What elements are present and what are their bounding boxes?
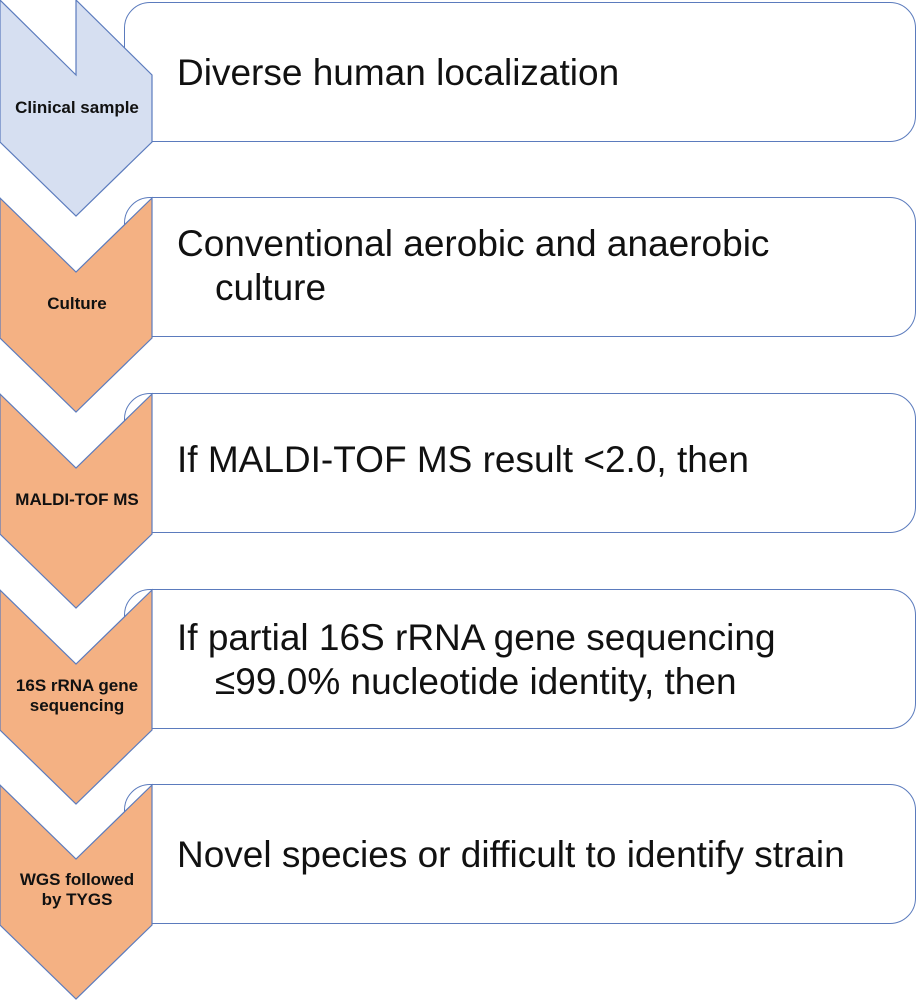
step-1-card: Diverse human localization: [124, 2, 916, 142]
chevron-step-3: [0, 392, 153, 609]
chevron-step-4: [0, 588, 153, 805]
step-3-label: MALDI-TOF MS: [15, 490, 139, 509]
step-4-label: 16S rRNA gene sequencing: [15, 676, 139, 715]
step-5-label: WGS followed by TYGS: [19, 870, 135, 909]
step-3-card: If MALDI-TOF MS result <2.0, then: [124, 393, 916, 533]
chevron-step-5: [0, 783, 153, 1000]
step-2-card: Conventional aerobic and anaerobic cultu…: [124, 197, 916, 337]
step-1-text: Diverse human localization: [177, 52, 620, 93]
chevron-step-2: [0, 196, 153, 413]
step-3-text: If MALDI-TOF MS result <2.0, then: [177, 439, 749, 480]
step-4-text: If partial 16S rRNA gene sequencing ≤99.…: [177, 617, 776, 702]
step-2-label: Culture: [47, 294, 107, 313]
chevron-step-1: [0, 0, 153, 217]
step-5-text: Novel species or difficult to identify s…: [177, 834, 845, 875]
step-5-card: Novel species or difficult to identify s…: [124, 784, 916, 924]
step-4-card: If partial 16S rRNA gene sequencing ≤99.…: [124, 589, 916, 729]
step-2-text: Conventional aerobic and anaerobic cultu…: [177, 223, 770, 308]
step-1-label: Clinical sample: [15, 98, 139, 117]
